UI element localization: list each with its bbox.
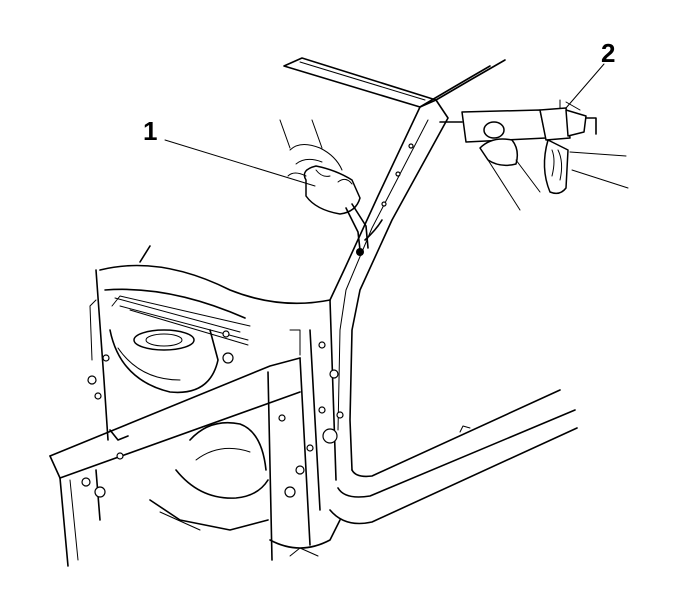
callout-label-1: 1 — [143, 116, 158, 146]
leader-line-1 — [164, 139, 316, 187]
leader-lines — [164, 63, 605, 187]
callout-label-2: 2 — [601, 38, 616, 68]
rocker-panel — [329, 389, 578, 525]
strut-tower — [109, 329, 234, 394]
squeeze-bottle-icon — [279, 119, 369, 251]
a-pillar — [329, 99, 449, 471]
frame-rail — [49, 357, 301, 567]
roof-rail — [283, 57, 506, 108]
caulking-gun-icon — [439, 99, 629, 211]
hinge-pillar — [267, 299, 344, 561]
cowl-panel — [99, 245, 331, 346]
wheelhouse — [149, 421, 341, 557]
fender-apron — [87, 269, 110, 441]
leader-line-2 — [565, 63, 605, 109]
